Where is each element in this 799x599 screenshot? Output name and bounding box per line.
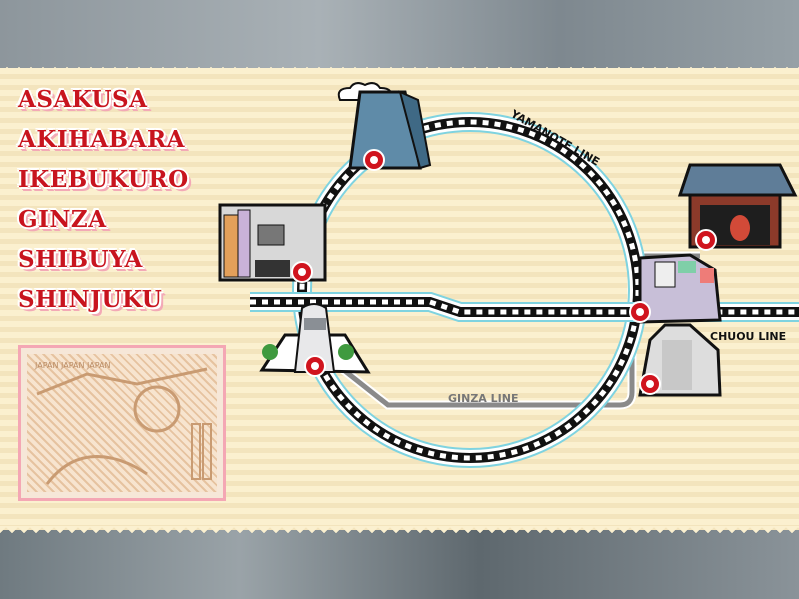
postage-stamp: JAPAN JAPAN JAPAN	[18, 345, 226, 501]
ginza-station[interactable]	[638, 323, 722, 397]
stamp-illustration: JAPAN JAPAN JAPAN	[27, 354, 217, 492]
shinjuku-station[interactable]	[218, 203, 327, 283]
menu-item-akihabara[interactable]: AKIHABARA	[18, 126, 185, 153]
shibuya-station[interactable]	[259, 303, 371, 377]
menu-item-ikebukuro[interactable]: IKEBUKURO	[18, 166, 189, 193]
akihabara-station[interactable]	[629, 253, 722, 324]
paper-edge-bottom	[0, 526, 799, 536]
menu-item-ginza[interactable]: GINZA	[18, 206, 107, 233]
asakusa-station[interactable]	[677, 163, 798, 251]
menu-item-shinjuku[interactable]: SHINJUKU	[18, 286, 163, 313]
ginza-line-label: GINZA LINE	[448, 392, 518, 405]
menu-item-asakusa[interactable]: ASAKUSA	[18, 86, 148, 113]
ikebukuro-station[interactable]	[337, 82, 432, 171]
menu-item-shibuya[interactable]: SHIBUYA	[18, 246, 143, 273]
stamp-text: JAPAN JAPAN JAPAN	[34, 361, 110, 370]
destination-menu: ASAKUSA AKIHABARA IKEBUKURO GINZA SHIBUY…	[14, 84, 193, 324]
chuou-line-label: CHUOU LINE	[710, 330, 786, 343]
